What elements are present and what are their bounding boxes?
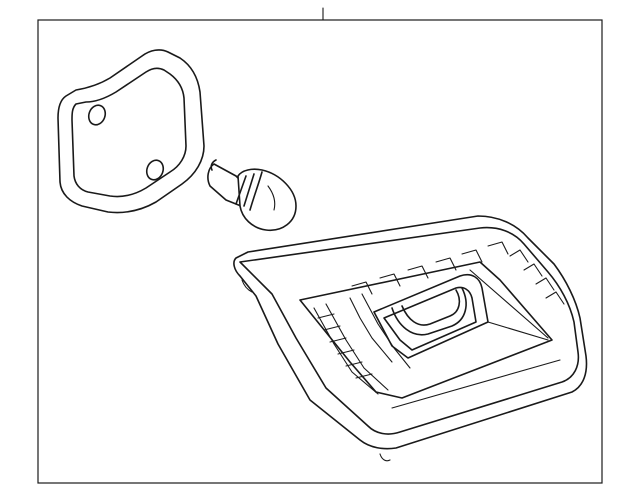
gasket-seal-icon [57,49,205,214]
diagram-frame [37,19,603,484]
tail-lamp-icon [233,215,588,462]
light-bulb-icon [207,159,297,231]
